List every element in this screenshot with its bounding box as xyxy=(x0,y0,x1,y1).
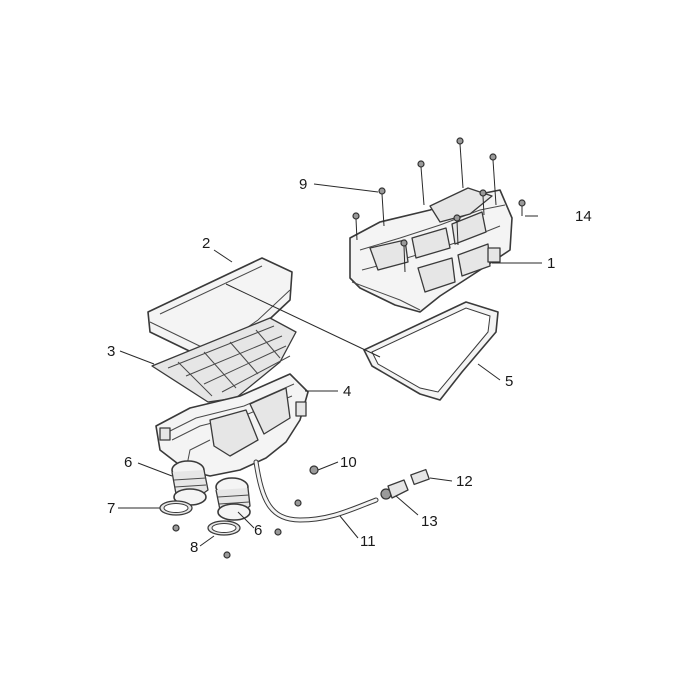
callout-7: 7 xyxy=(107,500,115,517)
intake-boot-right xyxy=(215,477,251,521)
callout-2: 2 xyxy=(202,235,210,252)
air-filter xyxy=(147,257,293,363)
airbox-cover xyxy=(349,187,513,313)
callout-9: 9 xyxy=(299,176,307,193)
filter-grid xyxy=(151,317,297,403)
callout-labels: 1 2 3 4 5 6 6 7 8 9 10 11 12 13 14 xyxy=(107,176,592,556)
callout-13: 13 xyxy=(421,513,438,530)
screw-icon xyxy=(479,189,487,216)
drain-plug xyxy=(410,468,430,486)
drain-fitting xyxy=(380,479,409,500)
callout-12: 12 xyxy=(456,473,473,490)
intake-boot-left xyxy=(171,460,209,506)
screw-icon xyxy=(453,214,461,246)
callout-10: 10 xyxy=(340,454,357,471)
leader-lines xyxy=(118,183,542,547)
gasket-seal xyxy=(363,301,499,401)
hose-clamp-left xyxy=(159,500,193,516)
callout-6-right: 6 xyxy=(254,522,262,539)
small-fasteners xyxy=(172,465,319,559)
callout-1: 1 xyxy=(547,255,555,272)
callout-4: 4 xyxy=(343,383,351,400)
callout-3: 3 xyxy=(107,343,115,360)
screw-icon xyxy=(400,239,408,273)
callout-8: 8 xyxy=(190,539,198,556)
airbox-housing xyxy=(155,373,309,477)
cover-screws xyxy=(352,137,526,273)
callout-11: 11 xyxy=(360,533,376,550)
screw-icon xyxy=(489,153,497,206)
drain-hose xyxy=(253,459,379,523)
screw-icon xyxy=(456,137,464,189)
screw-icon xyxy=(417,160,425,206)
screw-icon xyxy=(518,199,526,216)
callout-5: 5 xyxy=(505,373,513,390)
hose-clamp-right xyxy=(207,520,241,536)
screw-icon xyxy=(352,212,360,241)
callout-6-left: 6 xyxy=(124,454,132,471)
screw-icon xyxy=(378,187,386,227)
callout-14: 14 xyxy=(575,208,592,225)
